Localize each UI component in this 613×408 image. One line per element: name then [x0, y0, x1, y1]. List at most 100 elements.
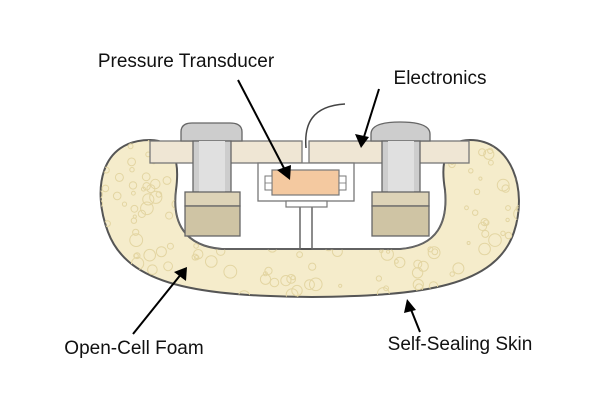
foam-bubble — [411, 235, 422, 246]
foam-bubble — [223, 264, 238, 279]
foam-bubble — [500, 132, 506, 138]
foam-bubble — [464, 205, 469, 211]
foam-bubble — [126, 284, 133, 291]
foam-bubble — [132, 228, 140, 236]
foam-bubble — [505, 205, 511, 211]
foam-bubble — [452, 262, 465, 275]
foam-bubble — [129, 233, 144, 248]
foam-bubble — [400, 237, 407, 244]
foam-bubble — [500, 230, 506, 237]
foam-bubble — [466, 241, 471, 245]
foam-bubble — [449, 271, 455, 277]
right-bolt — [370, 121, 431, 237]
foam-bubble — [517, 269, 519, 281]
foam-bubble — [100, 165, 104, 180]
left-bolt — [180, 122, 243, 237]
foam-bubble — [427, 246, 434, 253]
foam-bubble — [165, 211, 174, 220]
foam-bubble — [383, 285, 390, 292]
foam-bubble — [141, 172, 151, 182]
foam-bubble — [358, 172, 367, 182]
foam-bubble — [150, 178, 161, 190]
foam-bubble — [333, 212, 339, 219]
foam-bubble — [338, 283, 343, 288]
foam-bubble — [131, 190, 136, 196]
foam-bubble — [417, 260, 429, 272]
foam-bubble — [473, 188, 481, 196]
foam-bubble — [303, 224, 309, 231]
foam-bubble — [242, 217, 249, 225]
foam-bubble — [129, 167, 135, 173]
foam-bubble — [163, 261, 174, 272]
foam-bubble — [505, 281, 518, 295]
foam-bubble — [123, 275, 134, 285]
foam-bubble — [127, 157, 137, 167]
foam-bubble — [237, 167, 250, 179]
foam-bubble — [147, 264, 158, 276]
foam-bubble — [431, 296, 437, 297]
foam-bubble — [162, 176, 172, 185]
foam-bubble — [121, 201, 128, 207]
foam-bubble — [100, 255, 103, 265]
foam-bubble — [356, 221, 362, 227]
foam-bubble — [427, 175, 439, 187]
foam-bubble — [523, 136, 526, 139]
foam-bubble — [478, 148, 487, 157]
foam-bubble — [95, 235, 99, 239]
foam-bubble — [158, 281, 169, 292]
foam-bubble — [100, 189, 103, 200]
foam-bubble — [130, 204, 139, 213]
foam-bubble — [478, 176, 483, 181]
foam-bubble — [268, 211, 280, 223]
foam-bubble — [508, 279, 515, 286]
foam-bubble — [264, 266, 273, 275]
foam-bubble — [242, 238, 253, 249]
foam-bubble — [132, 214, 137, 219]
foam-bubble — [100, 291, 102, 297]
foam-bubble — [477, 221, 488, 231]
foam-bubble — [259, 273, 272, 285]
foam-bubble — [100, 199, 104, 209]
label-self-sealing-skin: Self-Sealing Skin — [388, 334, 533, 355]
foam-bubble — [304, 279, 315, 291]
foam-bubble — [433, 187, 442, 196]
foam-bubble — [205, 255, 218, 268]
foam-bubble — [140, 201, 154, 216]
foam-bubble — [452, 288, 461, 297]
foam-bubble — [135, 276, 142, 283]
pressure-transducer — [257, 162, 355, 208]
foam-bubble — [329, 238, 338, 247]
foam-bubble — [412, 278, 424, 291]
foam-bubble — [155, 191, 163, 198]
foam-bubble — [141, 278, 152, 289]
foam-bubble — [133, 252, 141, 260]
foam-bubble — [155, 246, 167, 258]
foam-bubble — [143, 248, 156, 262]
foam-bubble — [141, 186, 146, 192]
label-pressure-transducer: Pressure Transducer — [98, 51, 275, 72]
foam-bubble — [505, 217, 510, 223]
electronics-cable — [304, 103, 346, 149]
foam-bubble — [100, 163, 102, 174]
foam-bubble — [101, 184, 110, 193]
foam-bubble — [166, 242, 174, 250]
foam-bubble — [137, 209, 146, 218]
foam-bubble — [114, 172, 124, 182]
foam-bubble — [481, 229, 490, 238]
foam-bubble — [292, 218, 304, 229]
foam-bubble — [280, 275, 292, 287]
foam-bubble — [518, 240, 519, 247]
foam-bubble — [478, 242, 491, 256]
label-electronics: Electronics — [394, 68, 487, 89]
foam-bubble — [308, 262, 317, 271]
foam-bubble — [286, 274, 297, 284]
leader-pressure-transducer — [237, 79, 291, 180]
foam-bubble — [290, 275, 296, 281]
foam-bubble — [365, 240, 372, 247]
label-open-cell-foam: Open-Cell Foam — [64, 338, 203, 359]
foam-bubble — [411, 267, 424, 279]
foam-bubble — [100, 260, 107, 269]
leader-open-cell-foam — [132, 267, 187, 335]
foam-bubble — [504, 231, 513, 240]
